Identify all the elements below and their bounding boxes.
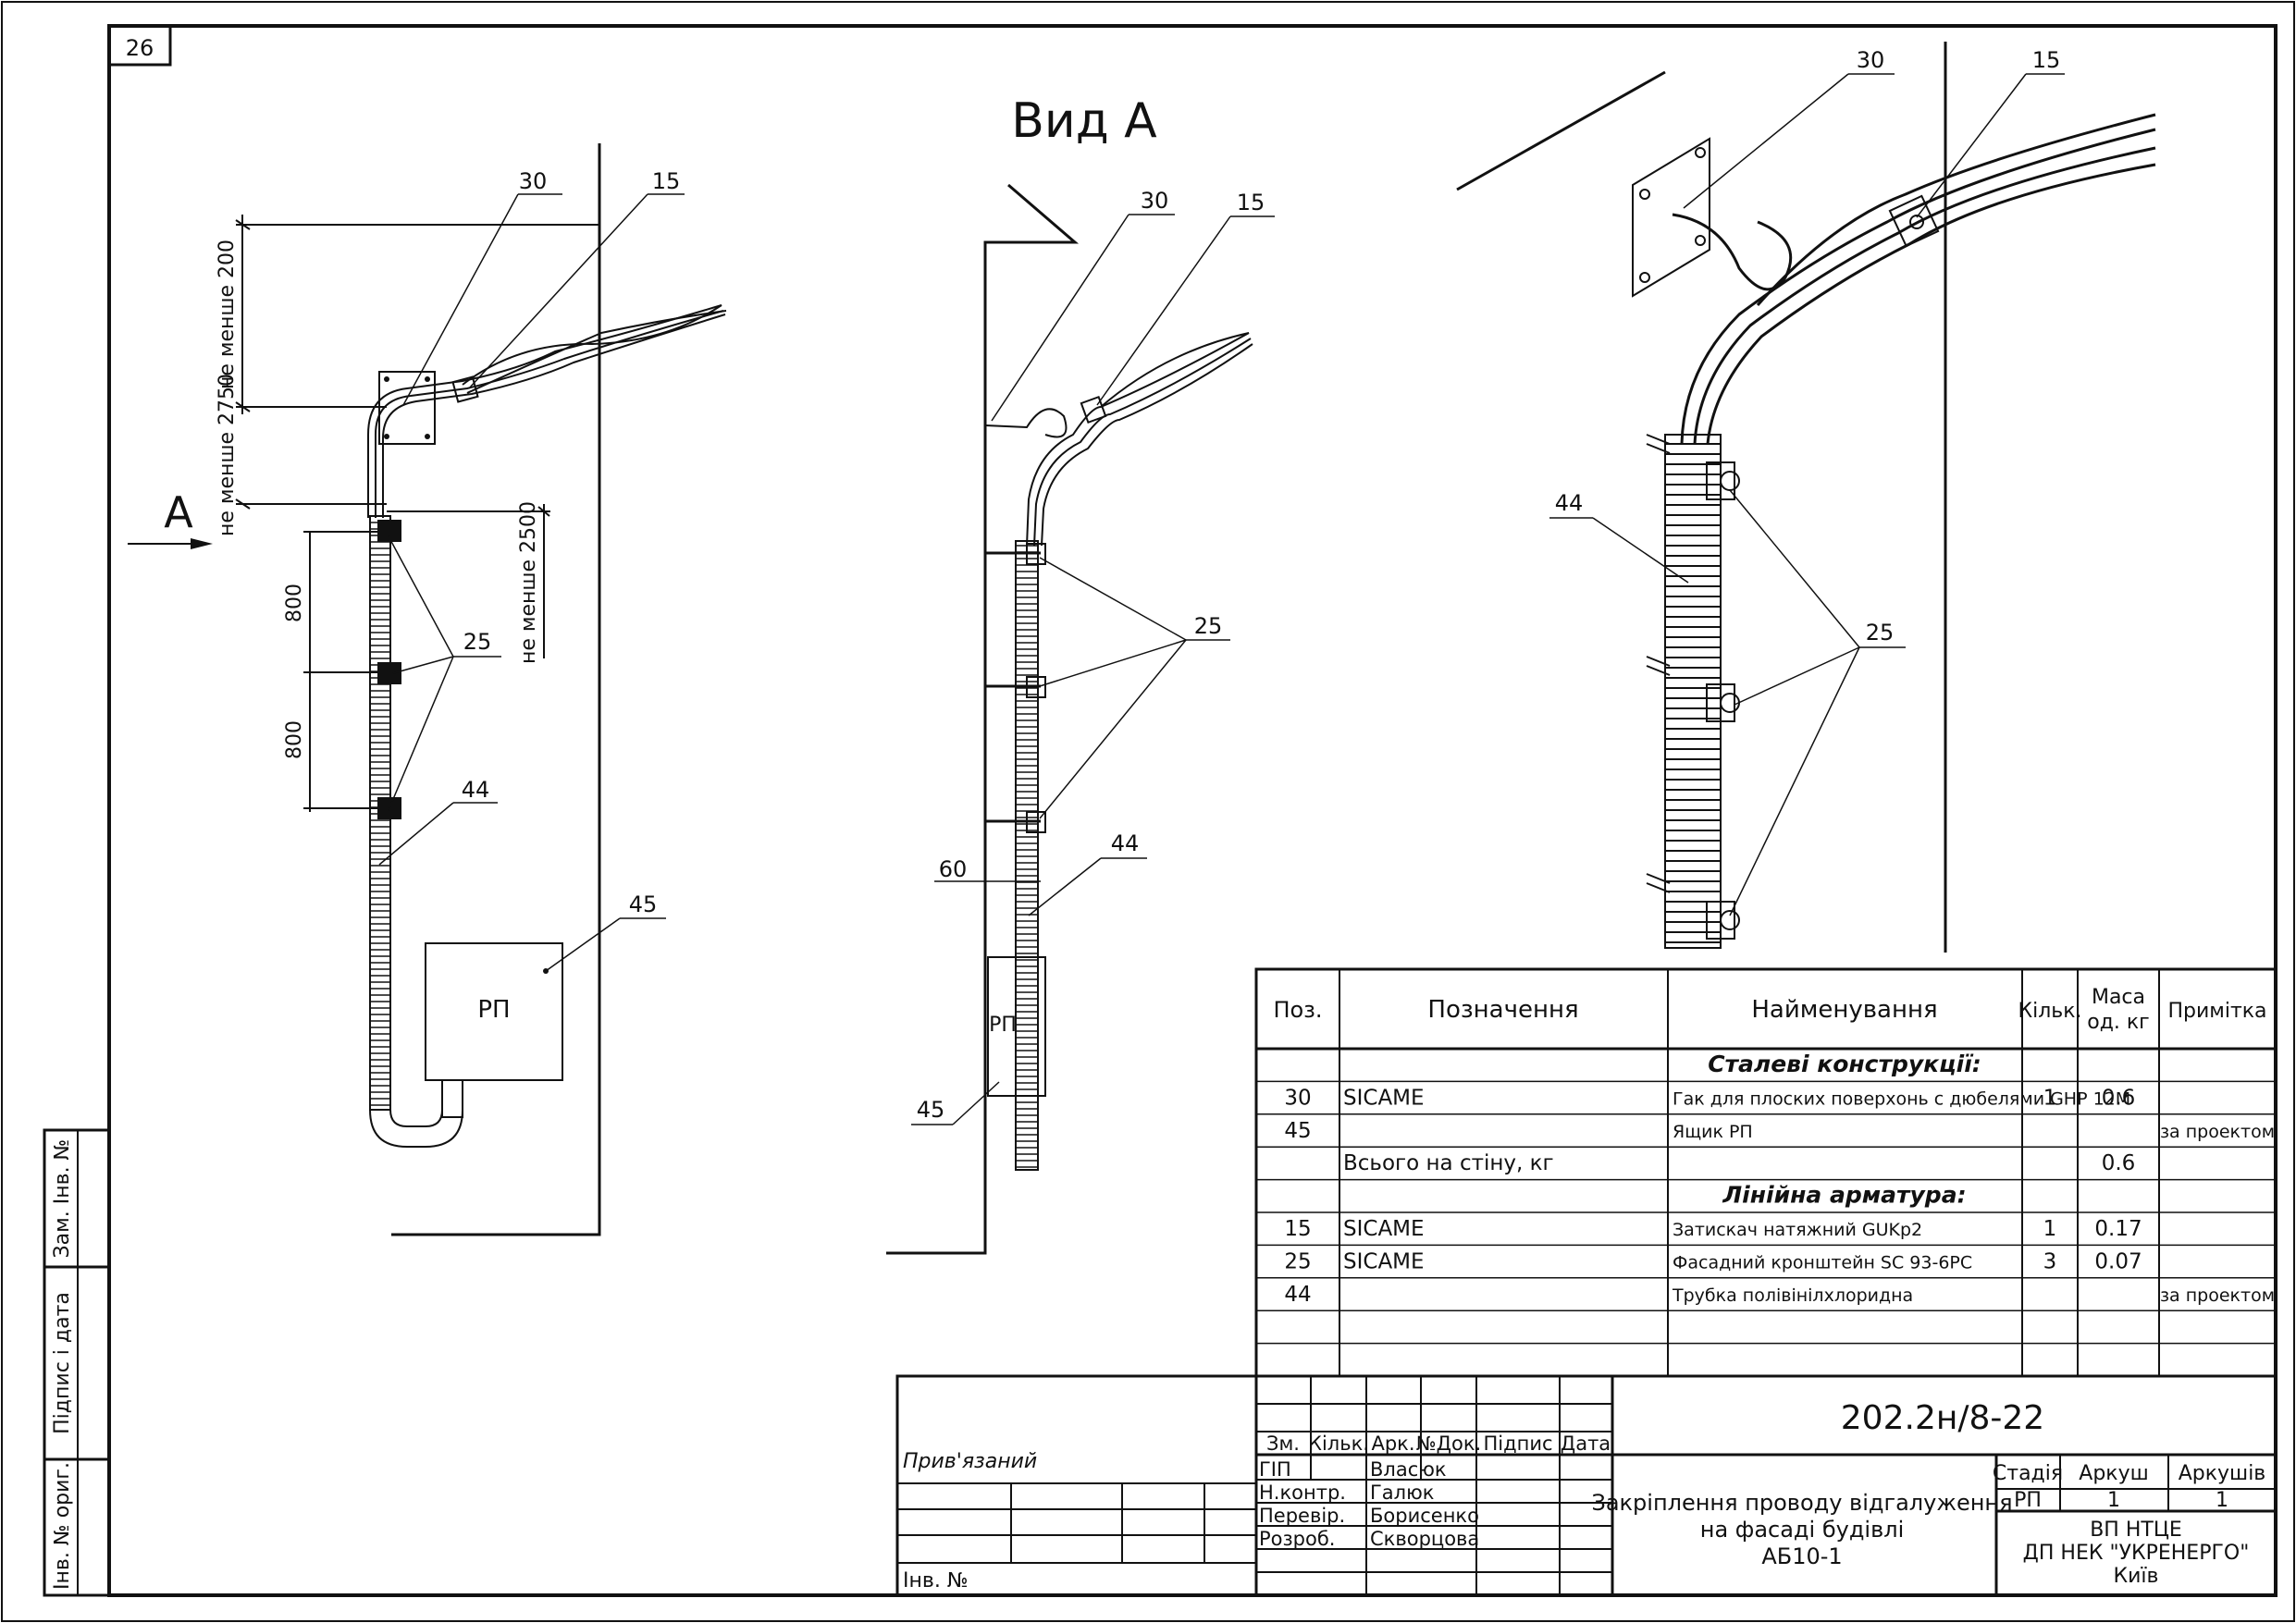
- header-name: Найменування: [1751, 996, 1937, 1024]
- revision-col-header: Дата: [1561, 1432, 1611, 1455]
- callout-25-side: 25: [1194, 613, 1223, 639]
- side-view-a: Вид А 60 РП 30 15 25: [886, 93, 1275, 1255]
- callout-25-front: 25: [463, 629, 492, 655]
- dim-800-lower: 800: [283, 720, 306, 759]
- cell-pos: 45: [1284, 1119, 1311, 1143]
- org-line-1: ВП НТЦЕ: [2090, 1518, 2182, 1542]
- front-view: не менше 200 не менше 2750 не менше 2500…: [128, 143, 727, 1236]
- cell-qty: 3: [2043, 1249, 2057, 1273]
- sheets-value: 1: [2216, 1489, 2228, 1512]
- cell-qty: 1: [2043, 1217, 2057, 1241]
- isometric-detail: 30 15 44 25: [1456, 42, 2156, 953]
- cell-pos: 15: [1284, 1217, 1311, 1241]
- bound-label: Прив'язаний: [903, 1450, 1037, 1473]
- revision-col-header: Арк.: [1371, 1432, 1414, 1455]
- stage-label: Стадія: [1993, 1462, 2063, 1485]
- dim-min-2500: не менше 2500: [517, 501, 540, 664]
- inv-label: Інв. №: [903, 1569, 969, 1592]
- callout-44-front: 44: [462, 777, 490, 803]
- callout-45-side: 45: [917, 1097, 945, 1123]
- callout-15-iso: 15: [2032, 47, 2061, 73]
- cell-name: Трубка полівінілхлоридна: [1672, 1285, 1913, 1306]
- org-line-2: ДП НЕК "УКРЕНЕРГО": [2023, 1542, 2250, 1565]
- role-title: Н.контр.: [1259, 1482, 1346, 1504]
- view-a-title: Вид А: [1011, 93, 1157, 149]
- callout-30-side: 30: [1141, 188, 1169, 214]
- sheet-label: Аркуш: [2079, 1462, 2148, 1485]
- corrugation-iso: [1666, 443, 1720, 943]
- sheet-number: 26: [126, 35, 154, 61]
- cell-name: Фасадний кронштейн SC 93-6PC: [1673, 1252, 1972, 1273]
- cell-note: за проектом: [2160, 1122, 2275, 1142]
- document-code: 202.2н/8-22: [1841, 1399, 2044, 1437]
- role-title: ГІП: [1259, 1458, 1291, 1481]
- cell-pos: 30: [1284, 1086, 1311, 1110]
- description-line-2: на фасаді будівлі: [1700, 1517, 1904, 1543]
- corrugation-side: [1017, 545, 1037, 1168]
- cell-mass: 0.6: [2102, 1086, 2136, 1110]
- cell-mass: 0.07: [2094, 1249, 2142, 1273]
- section-title: Лінійна арматура:: [1722, 1182, 1966, 1209]
- revision-col-header: Зм.: [1266, 1432, 1300, 1455]
- org-line-3: Київ: [2114, 1565, 2159, 1588]
- header-note: Примітка: [2167, 1000, 2266, 1023]
- panel-label-side: РП: [989, 1014, 1017, 1037]
- role-person: Борисенко: [1370, 1505, 1479, 1527]
- side-stamp: Зам. Інв. № Підпис і дата Інв. № ориг.: [43, 1128, 111, 1597]
- cell-name: Гак для плоских поверхонь с дюбелями GHP…: [1673, 1088, 2130, 1109]
- revision-col-header: №Док.: [1416, 1432, 1481, 1455]
- description-line-3: АБ10-1: [1761, 1543, 1842, 1569]
- role-person: Скворцова: [1370, 1528, 1479, 1550]
- header-pos: Поз.: [1273, 997, 1322, 1023]
- stamp-inv-orig: Інв. № ориг.: [51, 1462, 74, 1590]
- cell-designation: SICAME: [1343, 1086, 1425, 1110]
- cell-mass: 0.17: [2094, 1217, 2142, 1241]
- role-person: Галюк: [1370, 1482, 1434, 1504]
- callout-44-iso: 44: [1555, 490, 1584, 516]
- cell-note: за проектом: [2160, 1285, 2275, 1306]
- specification-table: Поз. Позначення Найменування Кільк. Маса…: [1254, 967, 2277, 1378]
- header-qty: Кільк.: [2018, 1000, 2081, 1023]
- stage-value: РП: [2014, 1489, 2042, 1512]
- header-designation: Позначення: [1427, 996, 1578, 1024]
- cell-name: Затискач натяжний GUKp2: [1673, 1220, 1922, 1240]
- view-direction-label: А: [164, 487, 193, 537]
- callout-45-front: 45: [629, 891, 658, 917]
- cell-qty: 1: [2043, 1086, 2057, 1110]
- callout-30-front: 30: [519, 168, 548, 194]
- dim-min-200: не менше 200: [216, 240, 239, 389]
- cell-mass: 0.6: [2102, 1151, 2136, 1175]
- panel-label-front: РП: [477, 996, 510, 1024]
- role-person: Власюк: [1370, 1458, 1447, 1481]
- dim-800-upper: 800: [283, 584, 306, 622]
- callout-15-front: 15: [652, 168, 681, 194]
- stamp-replace-inv: Зам. Інв. №: [51, 1139, 74, 1259]
- title-block: Прив'язаний Інв. № Зм. Кільк.Арк.№Док.Під…: [895, 1374, 2277, 1597]
- sheets-label: Аркушів: [2179, 1462, 2266, 1485]
- dim-60: 60: [939, 856, 968, 882]
- cell-name: Ящик РП: [1673, 1122, 1753, 1142]
- callout-15-side: 15: [1237, 190, 1265, 215]
- dim-min-2750: не менше 2750: [216, 374, 239, 536]
- cell-pos: 44: [1284, 1283, 1311, 1307]
- description-line-1: Закріплення проводу відгалуження: [1591, 1490, 2012, 1516]
- stamp-signature-date: Підпис і дата: [51, 1292, 74, 1434]
- sheet-value: 1: [2107, 1489, 2120, 1512]
- section-title: Сталеві конструкції:: [1708, 1051, 1981, 1077]
- revision-col-header: Кільк.: [1308, 1432, 1369, 1455]
- role-title: Перевір.: [1259, 1505, 1345, 1527]
- sheet-number-box: 26: [107, 24, 172, 67]
- revision-col-header: Підпис: [1483, 1432, 1552, 1455]
- header-mass-1: Маса: [2092, 986, 2145, 1009]
- cell-designation: Всього на стіну, кг: [1343, 1151, 1554, 1175]
- callout-25-iso: 25: [1866, 620, 1895, 646]
- callout-44-side: 44: [1111, 830, 1140, 856]
- role-title: Розроб.: [1259, 1528, 1335, 1550]
- cell-pos: 25: [1284, 1249, 1311, 1273]
- callout-30-iso: 30: [1857, 47, 1885, 73]
- cell-designation: SICAME: [1343, 1249, 1425, 1273]
- cell-designation: SICAME: [1343, 1217, 1425, 1241]
- header-mass-2: од. кг: [2087, 1011, 2150, 1034]
